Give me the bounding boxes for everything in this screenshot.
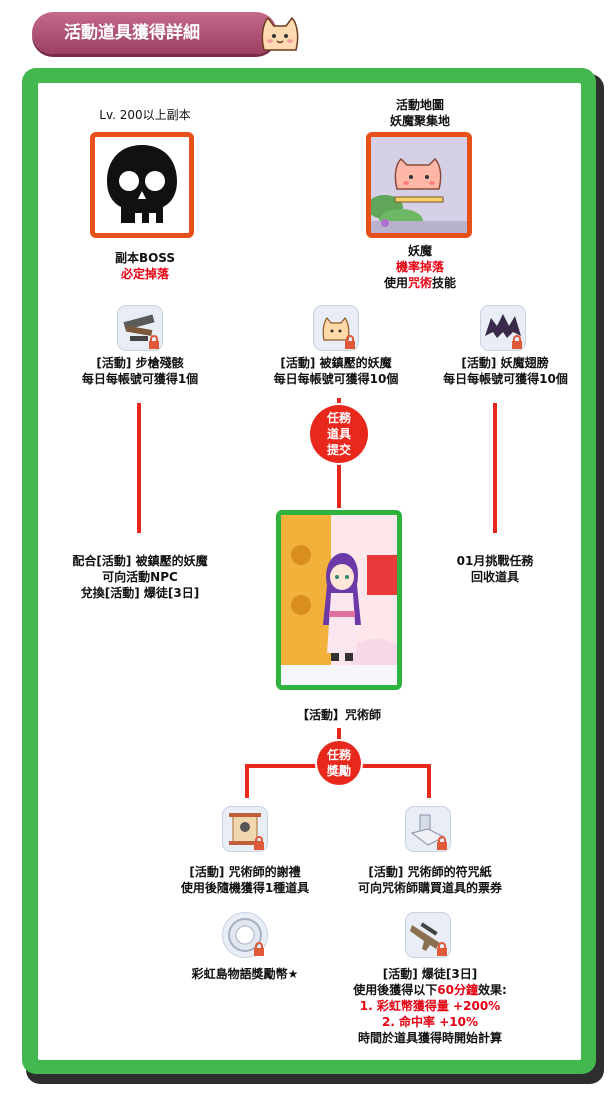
left-connector bbox=[137, 403, 141, 533]
reward-rifle-name: [活動] 爆徒[3日] bbox=[382, 967, 478, 981]
reward-gift-note: 使用後隨機獲得1種道具 bbox=[180, 881, 310, 895]
reward-left-drop bbox=[245, 764, 249, 798]
left-note-line1: 配合[活動] 被鎮壓的妖魔 bbox=[72, 554, 208, 568]
right-note-line2: 回收道具 bbox=[470, 570, 519, 584]
left-note-line3: 兌換[活動] 爆徒[3日] bbox=[80, 586, 200, 600]
skull-icon bbox=[107, 145, 177, 223]
reward-rifle-desc: 使用後獲得以下60分鐘效果: bbox=[353, 983, 507, 997]
reward-coin-name: 彩虹島物語獎勵幣★ bbox=[191, 967, 299, 981]
reward-rifle-effect2: 2. 命中率 +10% bbox=[381, 1015, 479, 1029]
mascot-icon bbox=[261, 16, 299, 51]
npc-portrait bbox=[276, 510, 402, 690]
rifle-parts-icon bbox=[117, 305, 163, 351]
monster-map-box bbox=[366, 132, 472, 238]
gift-scroll-icon bbox=[222, 806, 268, 852]
right-note-line1: 01月挑戰任務 bbox=[456, 554, 534, 568]
monster-name: 妖魔 bbox=[407, 244, 432, 258]
left-note-line2: 可向活動NPC bbox=[102, 570, 178, 584]
page-title: 活動道具獲得詳細 bbox=[64, 23, 200, 43]
reward-stem bbox=[337, 728, 341, 750]
rifle-icon bbox=[405, 912, 451, 958]
reward-circle: 任務獎勵 bbox=[317, 741, 361, 785]
boss-skull-box bbox=[90, 132, 194, 238]
reward-rifle-footer: 時間於道具獲得時開始計算 bbox=[357, 1031, 502, 1045]
reward-gift-name: [活動] 咒術師的謝禮 bbox=[189, 865, 301, 879]
map-title-line1: 活動地圖 bbox=[395, 98, 444, 112]
reward-right-drop bbox=[427, 764, 431, 798]
header-pill bbox=[32, 12, 277, 54]
monster-skill-note: 使用咒術技能 bbox=[383, 276, 457, 290]
talisman-paper-icon bbox=[405, 806, 451, 852]
item-rifle-parts-note: 每日每帳號可獲得1個 bbox=[81, 372, 199, 386]
bat-wing-icon bbox=[480, 305, 526, 351]
boss-drop: 必定掉落 bbox=[120, 267, 169, 281]
item-bat-wing-note: 每日每帳號可獲得10個 bbox=[443, 372, 568, 386]
map-title-line2: 妖魔聚集地 bbox=[389, 114, 450, 128]
item-bat-wing-name: [活動] 妖魔翅膀 bbox=[461, 356, 549, 370]
item-rifle-parts-name: [活動] 步槍殘骸 bbox=[96, 356, 184, 370]
npc-name: 【活動】咒術師 bbox=[296, 708, 381, 722]
boss-name: 副本BOSS bbox=[114, 251, 176, 265]
item-sealed-monster-name: [活動] 被鎮壓的妖魔 bbox=[280, 356, 392, 370]
sealed-monster-icon bbox=[313, 305, 359, 351]
monster-drop: 機率掉落 bbox=[395, 260, 444, 274]
monster-scene-icon bbox=[371, 137, 467, 233]
left-source-title: Lv. 200以上副本 bbox=[99, 108, 191, 122]
sorceress-character-icon bbox=[281, 515, 397, 685]
reward-coin-icon bbox=[222, 912, 268, 958]
reward-talisman-note: 可向咒術師購買道具的票券 bbox=[357, 881, 502, 895]
reward-talisman-name: [活動] 咒術師的符咒紙 bbox=[368, 865, 492, 879]
item-sealed-monster-note: 每日每帳號可獲得10個 bbox=[273, 372, 399, 386]
right-connector bbox=[493, 403, 497, 533]
submit-circle: 任務道具提交 bbox=[310, 405, 368, 463]
reward-rifle-effect1: 1. 彩虹幣獲得量 +200% bbox=[359, 999, 501, 1013]
